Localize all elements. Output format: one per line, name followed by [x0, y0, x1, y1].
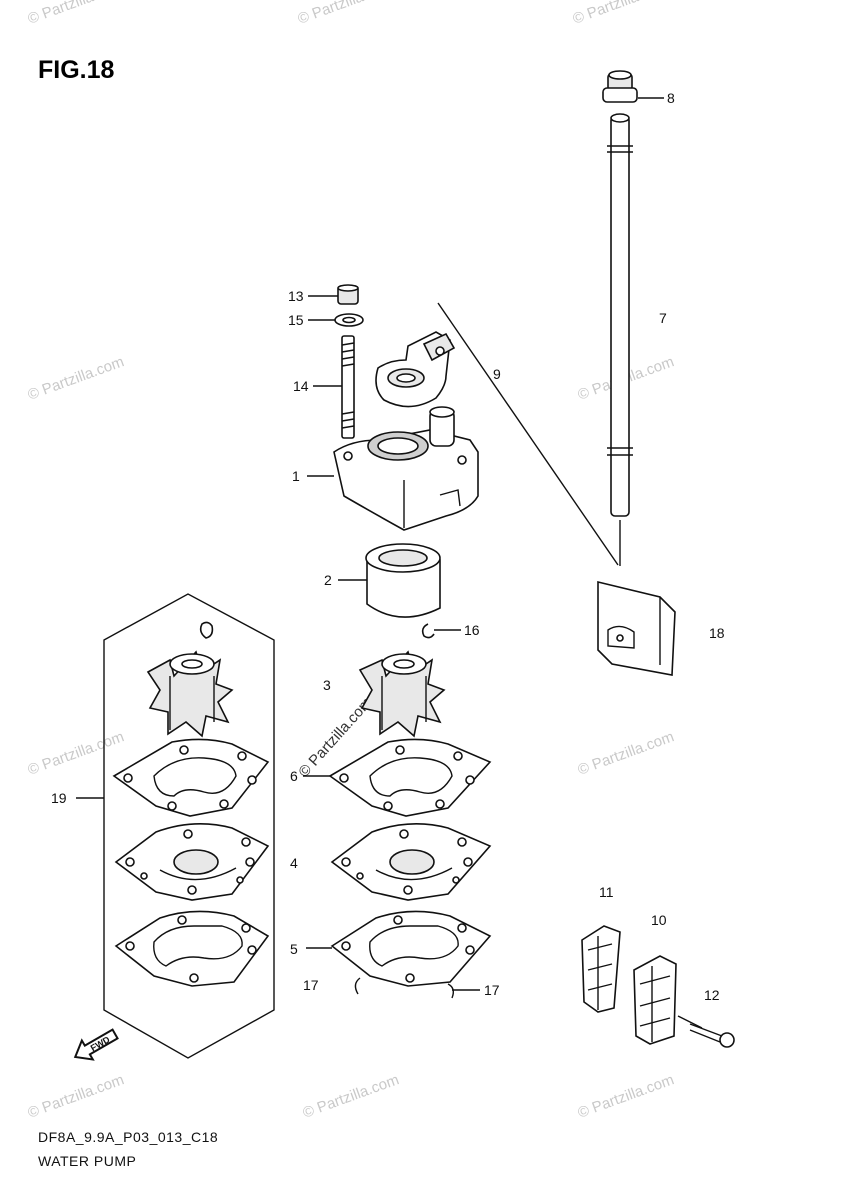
liner-icon — [365, 543, 441, 618]
pump-case-icon — [333, 406, 479, 531]
stud-bolt-icon — [341, 335, 355, 439]
figure-name: WATER PUMP — [38, 1153, 136, 1169]
figure-code: DF8A_9.9A_P03_013_C18 — [38, 1129, 218, 1145]
gasket-lower-icon — [330, 910, 492, 987]
watermark-1: © Partzilla.com — [26, 0, 127, 28]
kit-plate-icon — [114, 823, 270, 901]
watermark-6: © Partzilla.com — [26, 728, 127, 779]
leader-9 — [437, 302, 619, 566]
callout-17-right: 17 — [484, 982, 500, 998]
kit-impeller-icon — [146, 650, 234, 738]
callout-8: 8 — [667, 90, 675, 106]
callout-14: 14 — [293, 378, 309, 394]
impeller-icon — [358, 650, 446, 738]
callout-16: 16 — [464, 622, 480, 638]
washer-icon — [334, 313, 364, 327]
clamp-outer-icon — [633, 955, 677, 1045]
watermark-10: © Partzilla.com — [576, 1071, 677, 1122]
screw-icon — [689, 1023, 735, 1048]
callout-15: 15 — [288, 312, 304, 328]
callout-9: 9 — [493, 366, 501, 382]
plate-center-icon — [330, 823, 492, 901]
kit-gasket-lower-icon — [114, 910, 270, 987]
callout-6: 6 — [290, 768, 298, 784]
callout-19: 19 — [51, 790, 67, 806]
watermark-9: © Partzilla.com — [301, 1071, 402, 1122]
callout-17-left: 17 — [303, 977, 319, 993]
callout-2: 2 — [324, 572, 332, 588]
clamp-icon — [581, 925, 621, 1013]
fwd-arrow-icon: FWD — [73, 1028, 119, 1061]
watermark-4: © Partzilla.com — [26, 353, 127, 404]
leader-12 — [677, 1015, 703, 1029]
watermark-2: © Partzilla.com — [296, 0, 397, 28]
water-tube-icon — [607, 113, 633, 517]
figure-title: FIG.18 — [38, 56, 115, 84]
callout-18: 18 — [709, 625, 725, 641]
gasket-icon — [328, 738, 492, 817]
callout-10: 10 — [651, 912, 667, 928]
watermark-7: © Partzilla.com — [576, 728, 677, 779]
callout-12: 12 — [704, 987, 720, 1003]
callout-13: 13 — [288, 288, 304, 304]
grommet-icon — [602, 70, 638, 103]
watermark-3: © Partzilla.com — [571, 0, 672, 28]
watermark-8: © Partzilla.com — [26, 1071, 127, 1122]
key-icon — [421, 623, 435, 639]
bolt-icon — [337, 284, 359, 305]
callout-11: 11 — [599, 884, 614, 900]
kit-gasket-icon — [112, 738, 270, 817]
kit-key-icon — [199, 621, 214, 639]
plate-icon — [597, 580, 676, 676]
callout-5: 5 — [290, 941, 298, 957]
callout-3: 3 — [323, 677, 331, 693]
callout-7: 7 — [659, 310, 667, 326]
pump-case-upper-icon — [375, 331, 456, 408]
dowel-pin-right-icon — [447, 983, 455, 999]
callout-1: 1 — [292, 468, 300, 484]
kit-outline — [103, 593, 275, 1059]
dowel-pin-left-icon — [354, 977, 361, 995]
callout-4: 4 — [290, 855, 298, 871]
